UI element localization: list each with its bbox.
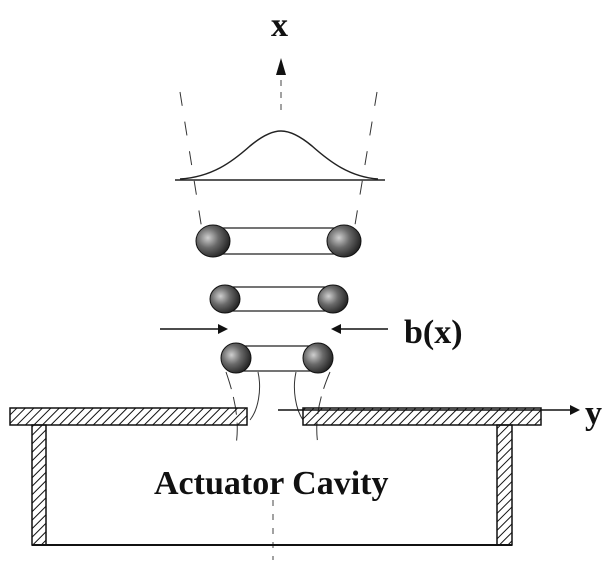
cavity-label: Actuator Cavity <box>154 465 389 502</box>
y-axis-label: y <box>585 395 602 432</box>
x-axis-label: x <box>271 7 288 44</box>
cavity-wall-right <box>496 424 513 546</box>
velocity-profile-curve <box>179 130 379 180</box>
x-axis-arrowhead <box>276 58 286 75</box>
streamline-inner-right <box>293 371 304 421</box>
vortex-ring-1 <box>195 224 362 258</box>
orifice-plate-left <box>9 407 248 426</box>
streamline-inner-left <box>249 371 261 421</box>
vortex-ring-3 <box>220 342 334 374</box>
vortex-ring-2 <box>209 284 349 314</box>
cavity-wall-left <box>31 424 47 546</box>
width-label: b(x) <box>404 314 463 351</box>
orifice-plate-right <box>302 407 542 426</box>
